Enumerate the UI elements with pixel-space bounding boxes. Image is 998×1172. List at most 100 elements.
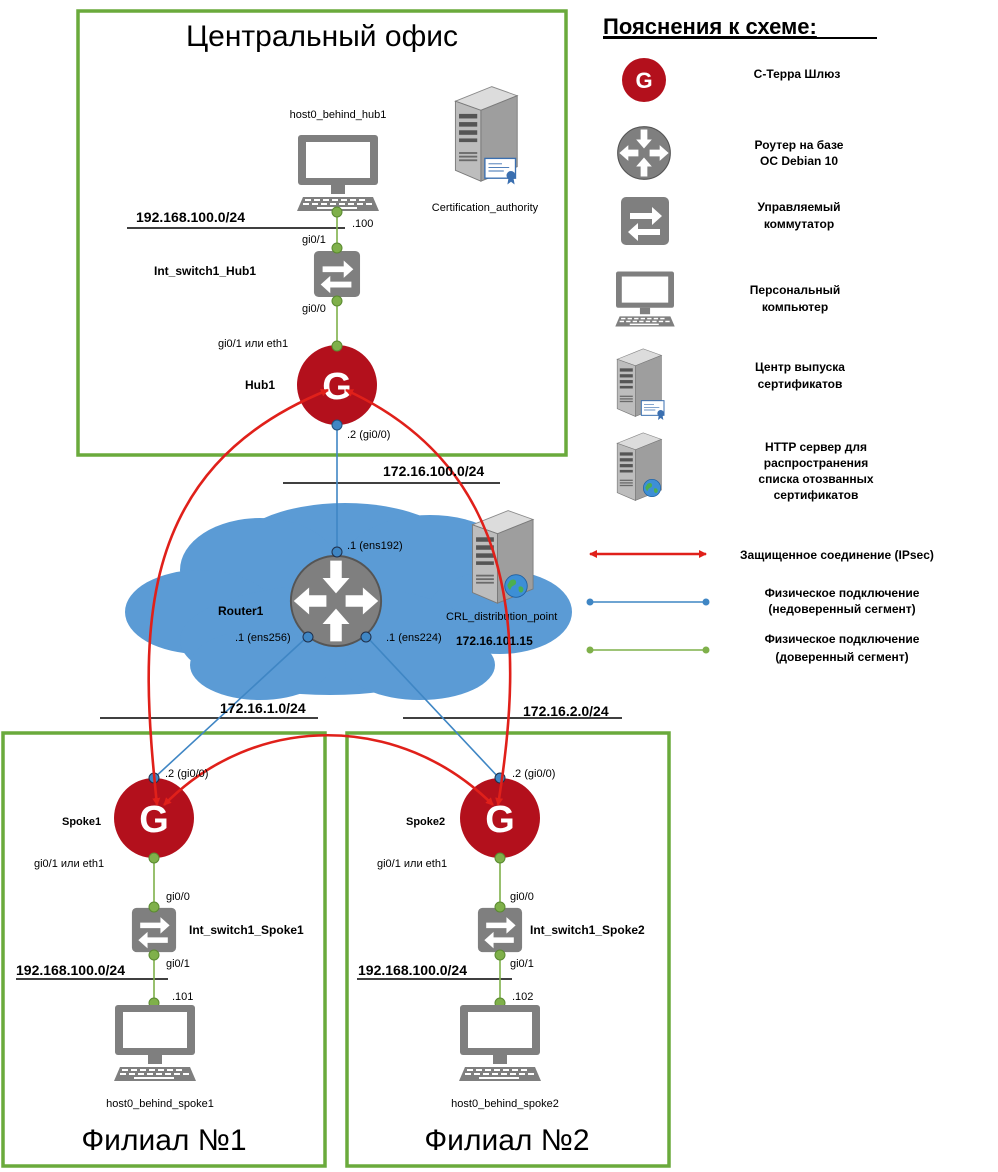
- port-dot: [360, 631, 372, 643]
- legend-untrusted-dot: [586, 598, 594, 606]
- spoke2-lan-network: 192.168.100.0/24: [358, 962, 467, 978]
- host0-hub-label: host0_behind_hub1: [290, 109, 387, 121]
- port-dot: [148, 852, 160, 864]
- port-label: .101: [172, 991, 193, 1003]
- port-label: gi0/1: [302, 234, 326, 246]
- legend-untrusted-dot: [702, 598, 710, 606]
- port-dot: [302, 631, 314, 643]
- legend-http-label-4: сертификатов: [774, 488, 859, 502]
- host-spoke2-pc-icon: [459, 1005, 541, 1081]
- legend-http-label-2: распространения: [764, 456, 869, 470]
- branch2-title: Филиал №2: [424, 1124, 589, 1157]
- host0-hub-pc-icon: [297, 135, 379, 211]
- port-label: .1 (ens224): [386, 632, 442, 644]
- port-label: gi0/0: [302, 303, 326, 315]
- host-spoke1-pc-icon: [114, 1005, 196, 1081]
- legend-http-label-1: HTTP сервер для: [765, 440, 867, 454]
- port-dot: [494, 949, 506, 961]
- branch1-title: Филиал №1: [81, 1124, 246, 1157]
- port-label: gi0/1 или eth1: [377, 858, 447, 870]
- port-dot: [494, 901, 506, 913]
- legend-switch-icon: [621, 197, 669, 245]
- hub-lan-network: 192.168.100.0/24: [136, 209, 245, 225]
- switch-hub-icon: [313, 250, 361, 298]
- ca-label: Certification_authority: [432, 202, 539, 214]
- crl-ip: 172.16.101.15: [456, 634, 533, 648]
- legend-router-icon: [617, 126, 671, 180]
- legend-gateway-icon: G: [622, 58, 666, 102]
- port-label: gi0/1 или eth1: [218, 338, 288, 350]
- hub-wan-network: 172.16.100.0/24: [383, 463, 484, 479]
- router1-label: Router1: [218, 604, 264, 618]
- legend-ipsec-label: Защищенное соединение (IPsec): [740, 548, 934, 562]
- legend-trusted-label-2: (доверенный сегмент): [775, 650, 908, 664]
- svg-text:G: G: [635, 68, 652, 93]
- spoke1-label: Spoke1: [62, 816, 101, 828]
- spoke2-wan-network: 172.16.2.0/24: [523, 703, 609, 719]
- port-label: .102: [512, 991, 533, 1003]
- legend-certificate-icon: [640, 400, 665, 420]
- legend-pc-icon: [615, 271, 675, 327]
- legend-gateway-label: С-Терра Шлюз: [754, 67, 841, 81]
- legend-trusted-dot: [702, 646, 710, 654]
- port-label: .1 (ens256): [235, 632, 291, 644]
- legend-pc-label-2: компьютер: [762, 300, 828, 314]
- port-dot: [148, 949, 160, 961]
- globe-icon: [504, 574, 528, 598]
- ipsec-hub-spoke2: [345, 388, 512, 806]
- host-spoke1-label: host0_behind_spoke1: [106, 1098, 214, 1110]
- port-dot: [331, 206, 343, 218]
- ipsec-hub-spoke1: [147, 388, 329, 806]
- legend-globe-icon: [642, 479, 662, 497]
- spoke1-lan-network: 192.168.100.0/24: [16, 962, 125, 978]
- legend-http-label-3: списка отозванных: [758, 472, 874, 486]
- svg-text:G: G: [322, 366, 352, 408]
- port-label: gi0/0: [510, 891, 534, 903]
- port-label: .1 (ens192): [347, 540, 403, 552]
- spoke1-wan-network: 172.16.1.0/24: [220, 700, 306, 716]
- legend-trusted-dot: [586, 646, 594, 654]
- port-label: gi0/1 или eth1: [34, 858, 104, 870]
- host-spoke2-label: host0_behind_spoke2: [451, 1098, 559, 1110]
- port-label: gi0/0: [166, 891, 190, 903]
- legend-ca-label-1: Центр выпуска: [755, 360, 845, 374]
- port-dot: [331, 419, 343, 431]
- legend-ca-label-2: сертификатов: [758, 377, 843, 391]
- switch-hub-label: Int_switch1_Hub1: [154, 264, 256, 278]
- switch-spoke2-icon: [477, 907, 523, 953]
- port-label: gi0/1: [510, 958, 534, 970]
- legend-trusted-label-1: Физическое подключение: [765, 632, 920, 646]
- port-dot: [494, 852, 506, 864]
- hub-label: Hub1: [245, 378, 275, 392]
- legend-title: Пояснения к схеме:: [603, 14, 817, 39]
- legend-switch-label-2: коммутатор: [764, 217, 834, 231]
- svg-text:G: G: [485, 799, 515, 841]
- switch-spoke1-label: Int_switch1_Spoke1: [189, 923, 304, 937]
- crl-label: CRL_distribution_point: [446, 611, 557, 623]
- port-label: .2 (gi0/0): [165, 768, 208, 780]
- spoke2-label: Spoke2: [406, 816, 445, 828]
- port-dot: [331, 295, 343, 307]
- port-label: .2 (gi0/0): [347, 429, 390, 441]
- port-label: .100: [352, 218, 373, 230]
- legend: Пояснения к схеме: G С-Терра Шлюз Роутер…: [586, 14, 934, 664]
- svg-text:G: G: [139, 799, 169, 841]
- legend-untrusted-label-2: (недоверенный сегмент): [768, 602, 915, 616]
- legend-untrusted-label-1: Физическое подключение: [765, 586, 920, 600]
- switch-spoke2-label: Int_switch1_Spoke2: [530, 923, 645, 937]
- legend-router-label-1: Роутер на базе: [755, 138, 844, 152]
- certificate-icon: [484, 157, 517, 185]
- port-label: .2 (gi0/0): [512, 768, 555, 780]
- hub-gateway-icon: G: [297, 345, 377, 425]
- port-dot: [331, 546, 343, 558]
- port-label: gi0/1: [166, 958, 190, 970]
- ipsec-spoke1-spoke2: [163, 734, 494, 806]
- central-office-title: Центральный офис: [186, 20, 458, 53]
- switch-spoke1-icon: [131, 907, 177, 953]
- legend-router-label-2: ОС Debian 10: [760, 154, 838, 168]
- legend-switch-label-1: Управляемый: [757, 200, 840, 214]
- port-dot: [148, 901, 160, 913]
- port-dot: [331, 242, 343, 254]
